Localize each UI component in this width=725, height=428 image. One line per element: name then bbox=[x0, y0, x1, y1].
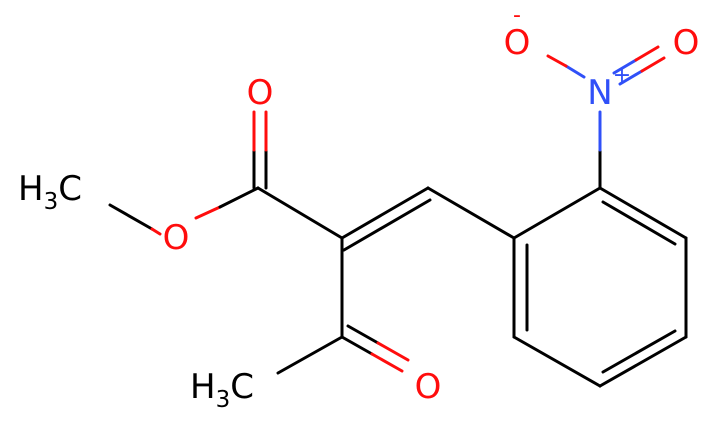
acetyl-c: C bbox=[230, 367, 254, 407]
acetyl-h: H bbox=[190, 367, 216, 407]
atom-label-nitro-o-double: O bbox=[673, 23, 700, 63]
atom-label-acetyl-ch3: H3C bbox=[190, 367, 254, 413]
bond-ketone-double-a-red bbox=[370, 352, 404, 373]
methoxy-c: C bbox=[58, 169, 82, 209]
bond-n-odouble-a-blue bbox=[618, 69, 644, 86]
bond-alpha-vinyl-inner bbox=[342, 198, 432, 252]
bond-n-ominus-blue bbox=[564, 64, 586, 79]
atom-label-ketone-o: O bbox=[415, 367, 442, 407]
ring-bond-2-3-inner bbox=[601, 200, 677, 246]
bond-ketone-double-a bbox=[340, 335, 374, 356]
bond-ketone-double-b bbox=[346, 324, 380, 345]
methoxy-h: H bbox=[18, 169, 44, 209]
bonds bbox=[108, 45, 688, 388]
ring-bond-2-3 bbox=[598, 186, 688, 240]
atom-charge-nitro-o-minus: - bbox=[513, 3, 521, 28]
atom-label-nitro-o-minus: O bbox=[504, 23, 531, 63]
bond-n-odouble-a-red bbox=[640, 56, 666, 73]
acetyl-subscript: 3 bbox=[216, 387, 231, 413]
bond-ether-carbonylc bbox=[218, 186, 260, 209]
ring-bond-1-2 bbox=[512, 186, 602, 240]
bond-methyl-ether bbox=[108, 203, 154, 231]
ring-bond-5-6 bbox=[512, 335, 602, 388]
bond-n-odouble-b-red bbox=[634, 45, 660, 62]
methoxy-subscript: 3 bbox=[44, 189, 59, 215]
atom-label-ester-ether-o: O bbox=[163, 218, 190, 258]
bond-vinyl-ring bbox=[426, 186, 516, 240]
bond-n-odouble-b-blue bbox=[612, 58, 638, 75]
bond-ketone-double-b-red bbox=[376, 341, 410, 362]
bond-ether-carbonylc-red bbox=[194, 205, 222, 220]
bond-n-ominus-red bbox=[546, 54, 568, 68]
bond-alpha-vinyl bbox=[340, 186, 430, 240]
ring-bond-4-5-inner bbox=[601, 329, 677, 374]
bond-ester-alpha bbox=[256, 186, 344, 240]
atom-label-ester-carbonyl-o: O bbox=[247, 73, 274, 113]
atom-label-methoxy-ch3: H3C bbox=[18, 169, 82, 215]
atom-charge-nitro-n: + bbox=[613, 63, 631, 88]
atom-label-nitro-n: N bbox=[587, 73, 612, 113]
bond-methyl-ether-red bbox=[150, 227, 162, 236]
atom-labels: O O O N + O O - H3C H3C bbox=[18, 3, 699, 413]
bond-ketone-methyl bbox=[276, 335, 344, 375]
ring-bond-4-5 bbox=[598, 335, 688, 388]
